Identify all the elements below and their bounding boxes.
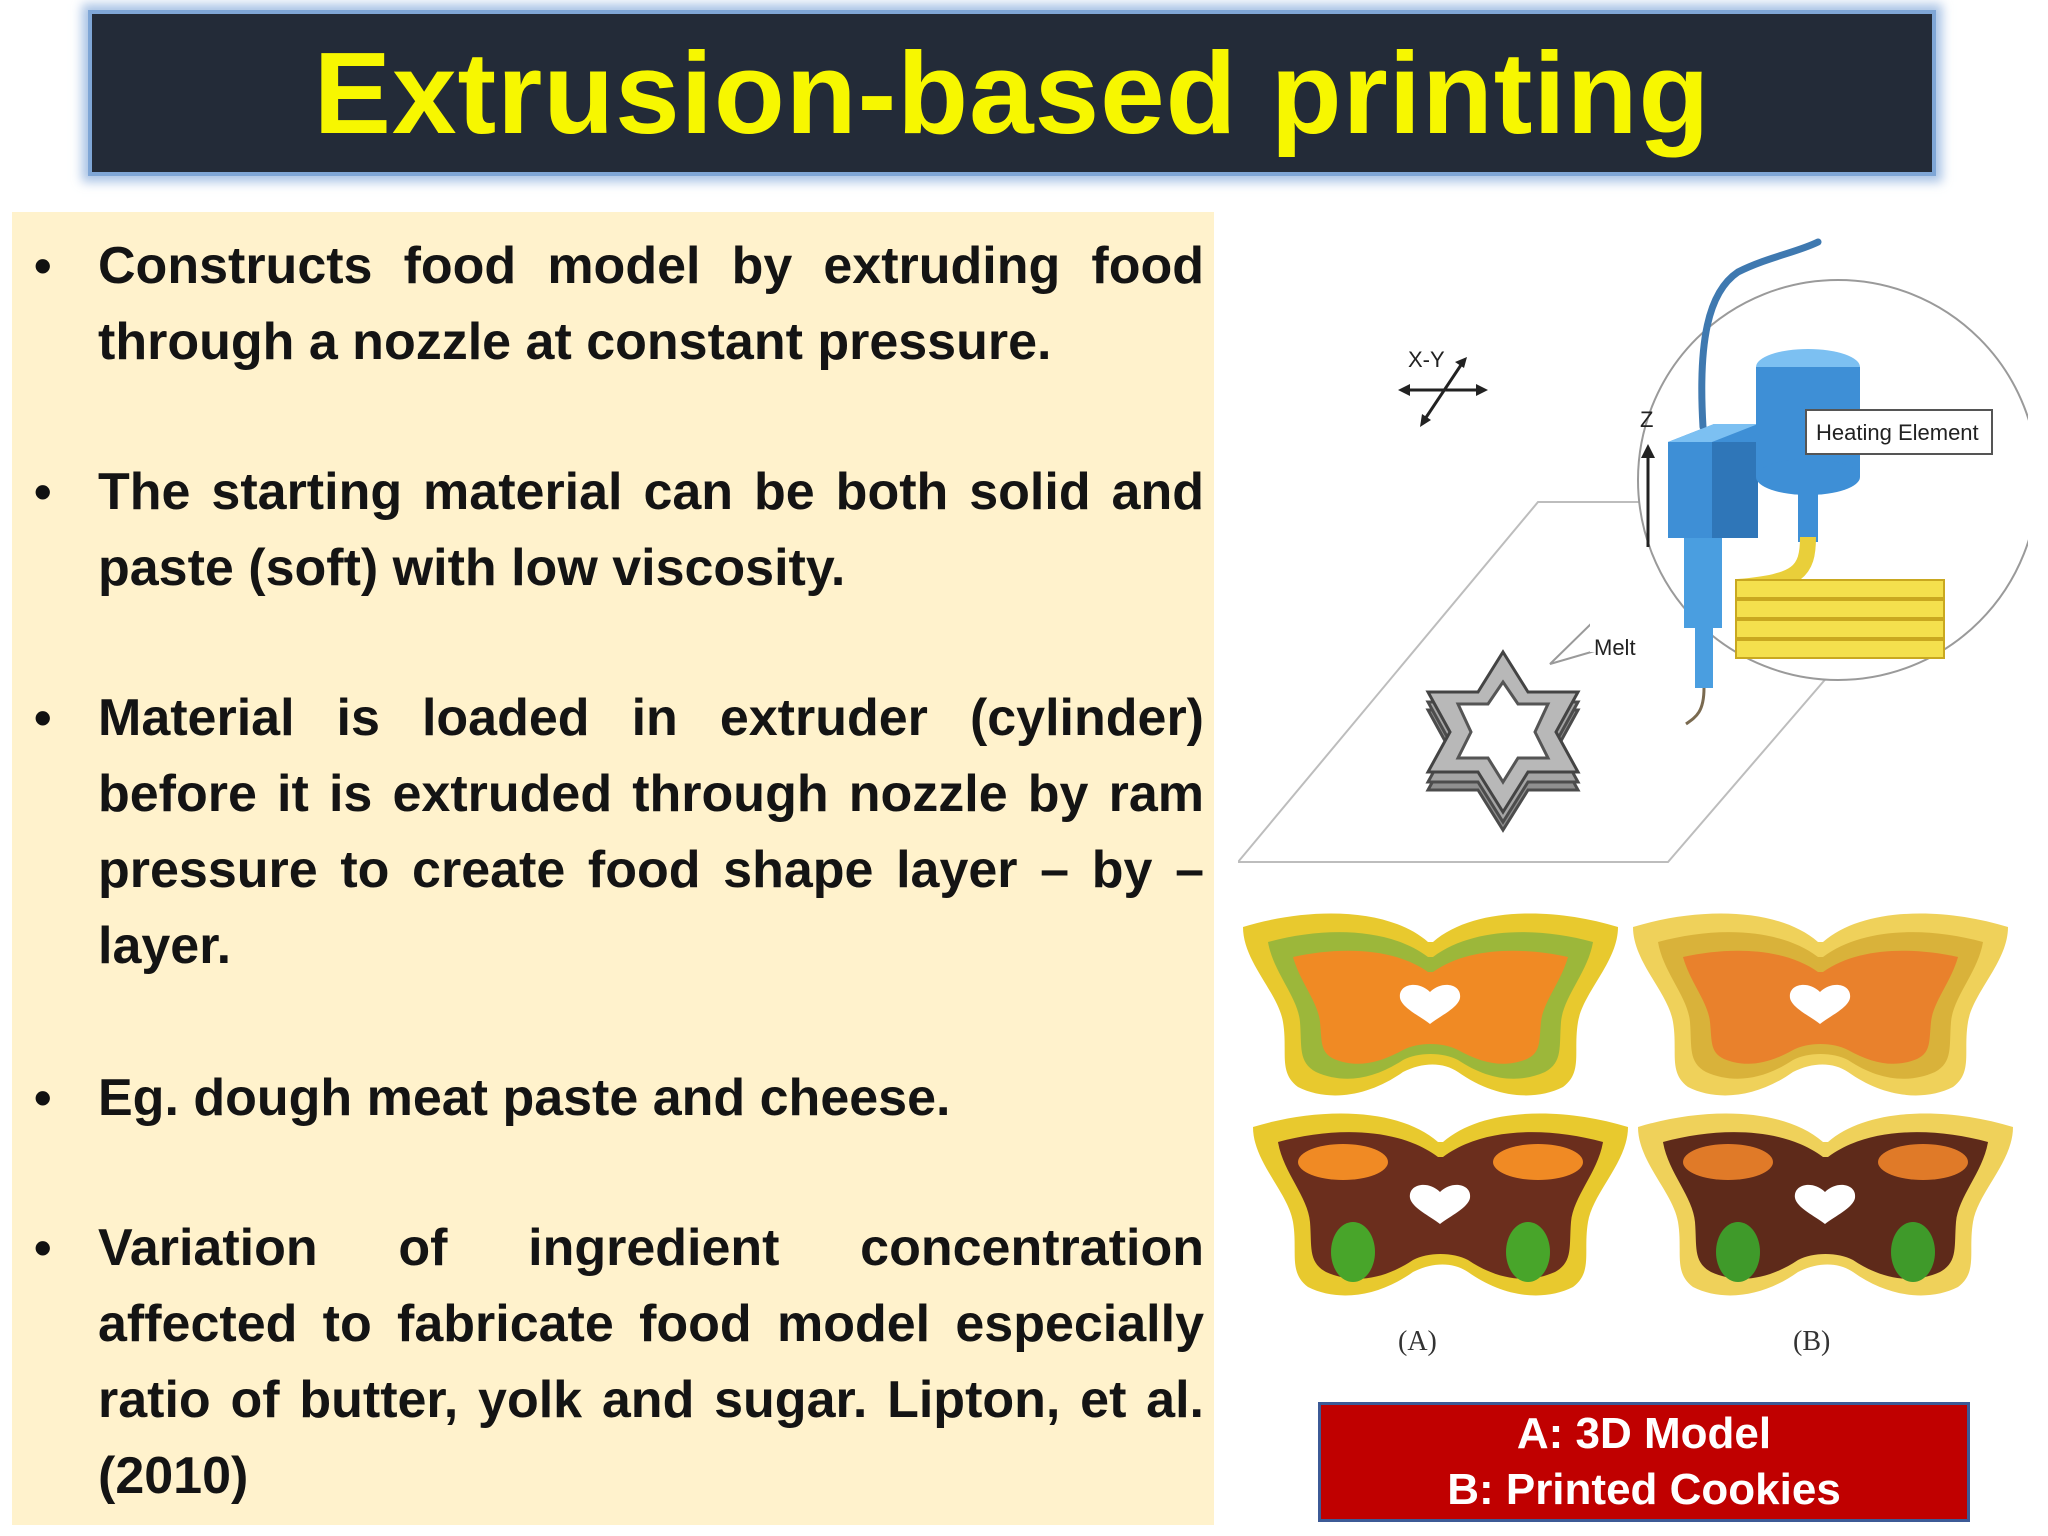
heater-nozzle — [1798, 482, 1818, 542]
panel-b-label: (B) — [1793, 1326, 1830, 1357]
bullet-text: Constructs food model by extruding food … — [98, 237, 1204, 371]
heating-element-detail: Heating Element — [1735, 349, 1993, 659]
heating-label: Heating Element — [1816, 420, 1979, 445]
caption-box: A: 3D Model B: Printed Cookies — [1318, 1402, 1970, 1522]
filament-tube — [1698, 238, 1822, 431]
wing-accent-orange — [1878, 1144, 1968, 1180]
figure-area: X-Y Z Melt — [1238, 212, 2028, 1392]
wing-accent-orange — [1493, 1144, 1583, 1180]
y-arrow-head-high — [1455, 357, 1467, 368]
cookie-model-orange — [1243, 913, 1618, 1096]
y-axis-arrow — [1421, 361, 1465, 423]
nozzle-body — [1684, 538, 1722, 628]
bullet-marker: • — [34, 464, 52, 520]
xy-axis-label: X-Y — [1408, 347, 1445, 372]
filament-layer-3 — [1735, 619, 1945, 639]
filament-layer-4 — [1735, 639, 1945, 659]
heater-bottom — [1756, 459, 1860, 495]
y-arrow-head-low — [1420, 414, 1431, 427]
bullet-text: Eg. dough meat paste and cheese. — [98, 1069, 951, 1127]
panel-a-label: (A) — [1398, 1326, 1437, 1357]
wing-accent-green — [1716, 1222, 1760, 1282]
x-arrow-head-right — [1476, 384, 1488, 396]
slide-title: Extrusion-based printing — [313, 28, 1711, 158]
butterfly-cookies-figure: (A) (B) — [1243, 913, 2013, 1357]
wing-accent-orange — [1683, 1144, 1773, 1180]
star-printed-object — [1425, 649, 1581, 833]
bullet-text: Material is loaded in extruder (cylinder… — [98, 689, 1204, 975]
bullet-marker: • — [34, 1220, 52, 1276]
bullet-text: The starting material can be both solid … — [98, 463, 1204, 597]
caption-line-b: B: Printed Cookies — [1447, 1465, 1841, 1514]
melt-stream — [1685, 687, 1706, 726]
title-bar: Extrusion-based printing — [88, 10, 1936, 176]
caption-line-a: A: 3D Model — [1516, 1409, 1772, 1458]
cookie-printed-orange — [1633, 913, 2008, 1096]
z-arrow-head — [1641, 444, 1655, 458]
melt-label: Melt — [1594, 635, 1636, 660]
zoom-pointer-mask — [1590, 592, 1670, 652]
bullet-marker: • — [34, 1070, 52, 1126]
extrusion-printer-diagram: X-Y Z Melt — [1238, 238, 2028, 863]
bullet-marker: • — [34, 690, 52, 746]
z-axis-label: Z — [1640, 407, 1653, 432]
wing-accent-green — [1506, 1222, 1550, 1282]
cookie-printed-brown — [1638, 1113, 2013, 1296]
filament-layer-1 — [1735, 579, 1945, 599]
wing-accent-orange — [1298, 1144, 1388, 1180]
wing-accent-green — [1331, 1222, 1375, 1282]
print-head-top — [1668, 424, 1758, 442]
print-head-side — [1712, 442, 1758, 538]
text-panel: • Constructs food model by extruding foo… — [12, 212, 1214, 1525]
nozzle-tip — [1695, 628, 1713, 688]
heating-label-box — [1805, 409, 1993, 455]
bullet-text: Variation of ingredient concentration af… — [98, 1219, 1204, 1505]
bullet-marker: • — [34, 238, 52, 294]
cookie-model-brown — [1253, 1113, 1628, 1296]
wing-accent-green — [1891, 1222, 1935, 1282]
x-arrow-head-left — [1398, 384, 1410, 396]
filament-layer-2 — [1735, 599, 1945, 619]
